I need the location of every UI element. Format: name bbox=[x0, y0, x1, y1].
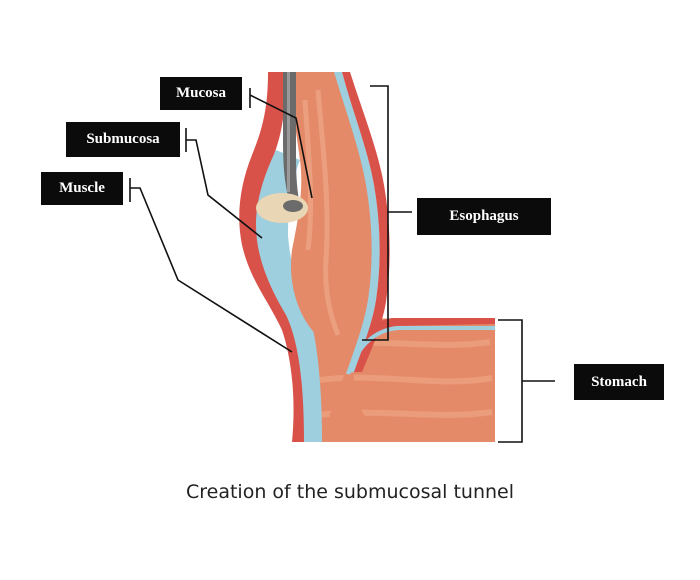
esophagus-folds bbox=[302, 89, 341, 336]
mucosa-leader bbox=[249, 88, 313, 199]
esophagus-right-muscle bbox=[342, 72, 390, 372]
stomach-bracket bbox=[498, 319, 555, 443]
submucosa-leader bbox=[185, 128, 263, 239]
esophagus-left-wall bbox=[239, 72, 311, 442]
mucosa-label: Mucosa bbox=[160, 77, 242, 110]
esophagus-label: Esophagus bbox=[417, 198, 551, 235]
submucosa-tunnel bbox=[256, 150, 322, 442]
muscle-leader bbox=[129, 178, 293, 353]
stomach-label: Stomach bbox=[574, 364, 664, 400]
figure-caption: Creation of the submucosal tunnel bbox=[185, 481, 515, 503]
endoscope-tip bbox=[283, 200, 303, 212]
endoscope-highlight bbox=[287, 72, 290, 192]
leader-lines bbox=[129, 85, 555, 443]
muscle-label: Muscle bbox=[41, 172, 123, 205]
stomach-rim bbox=[345, 318, 495, 372]
esophagus-right-wall bbox=[334, 72, 380, 374]
esophagus-bracket bbox=[362, 85, 412, 341]
mucosa-line bbox=[346, 326, 495, 375]
submucosa-label: Submucosa bbox=[66, 122, 180, 157]
